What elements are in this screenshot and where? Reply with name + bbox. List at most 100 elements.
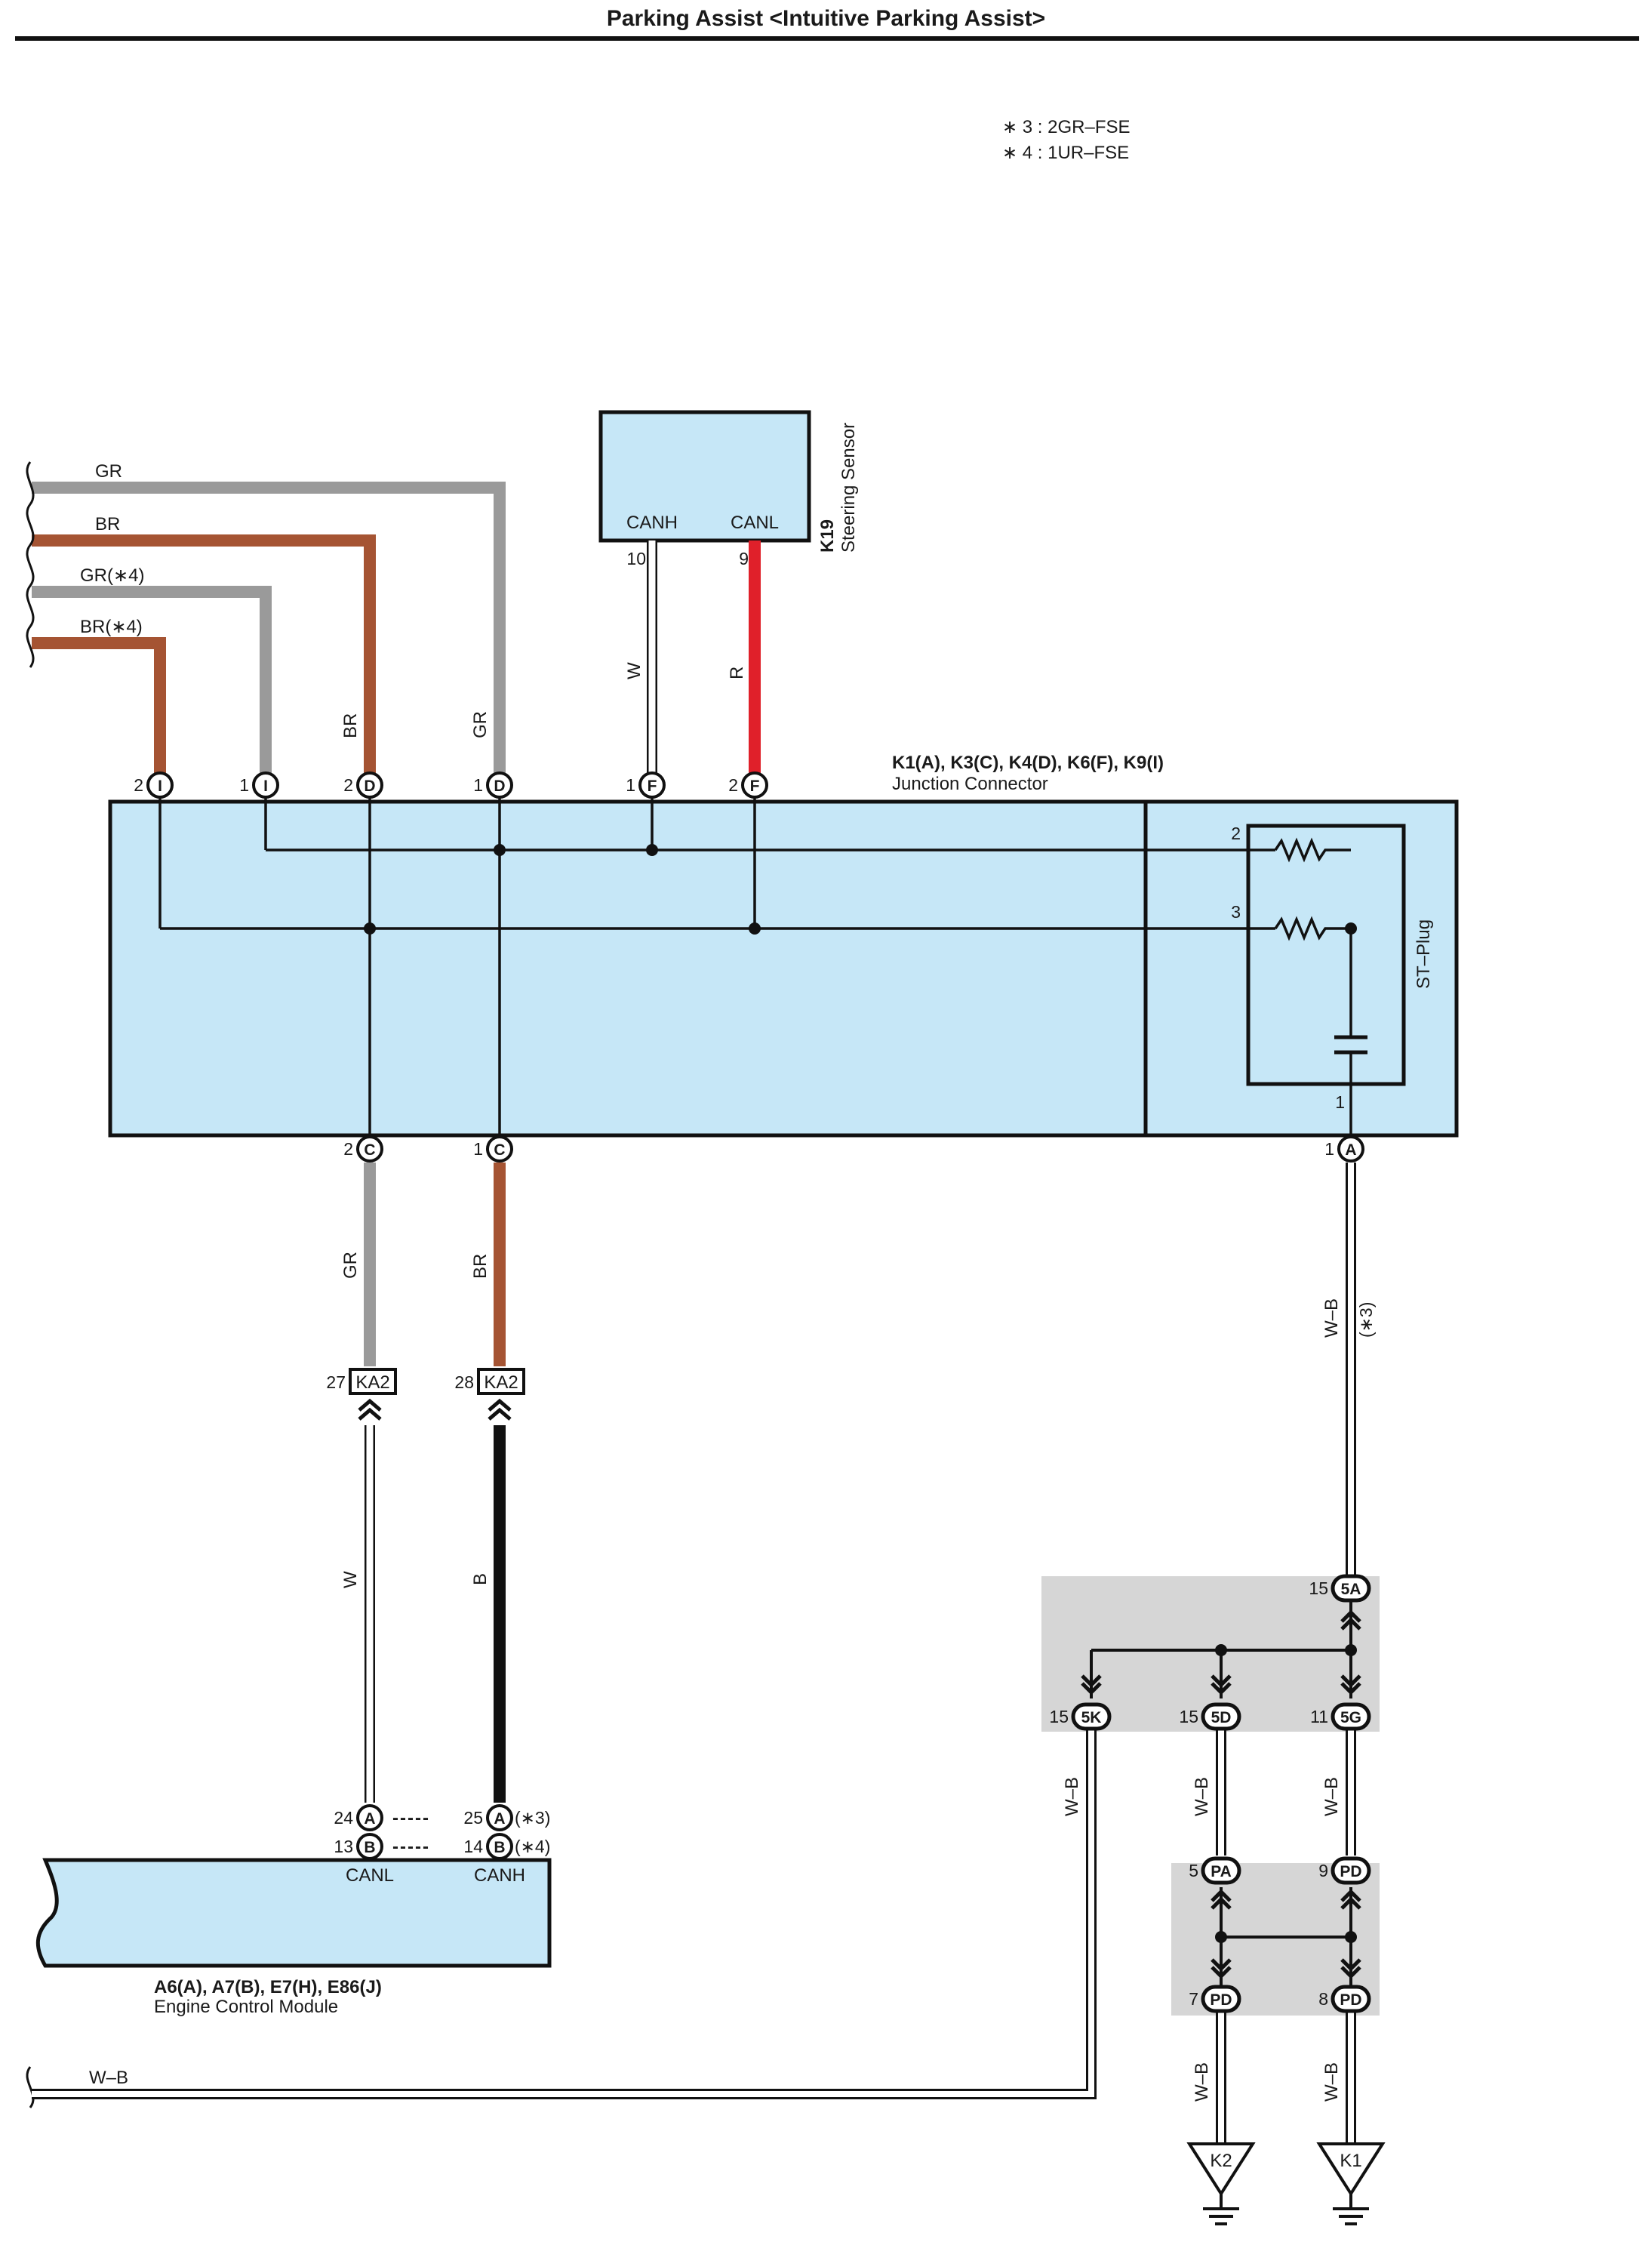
st-plug-label: ST–Plug (1414, 919, 1434, 989)
conn-d2-letter: D (364, 778, 375, 795)
splice-dots (364, 844, 1357, 935)
label-d1-gr: GR (470, 711, 491, 738)
conn-i1-letter: I (263, 778, 268, 795)
label-5d-wb: W–B (1192, 1777, 1212, 1816)
conn-f2-letter: F (750, 778, 760, 795)
ecm-name: Engine Control Module (154, 1997, 338, 2017)
junction-codes: K1(A), K3(C), K4(D), K6(F), K9(I) (892, 753, 1164, 773)
label-a1-wb: W–B (1321, 1298, 1342, 1338)
conn-a25-letter: A (494, 1810, 505, 1828)
junction-internal-wiring (158, 785, 1352, 1147)
label-5k-wb: W–B (1062, 1777, 1082, 1816)
conn-c2-letter: C (364, 1141, 375, 1159)
sensor-pin-10: 10 (626, 549, 646, 568)
jb-upper-dots (1215, 1644, 1357, 1656)
break-marks (26, 461, 35, 2108)
engine-notes: ∗ 3 : 2GR–FSE ∗ 4 : 1UR–FSE (1002, 115, 1131, 166)
conn-pd7-num: 7 (1189, 1989, 1198, 2009)
ecm-box (35, 1858, 552, 1968)
ka2-28-label: KA2 (484, 1372, 518, 1393)
ground-k1-label: K1 (1340, 2151, 1361, 2171)
conn-pa-letter: PA (1211, 1863, 1232, 1880)
wire-left-gr4 (32, 586, 272, 785)
conn-f2-num: 2 (728, 775, 738, 795)
st-plug-box (1246, 824, 1406, 1086)
jb-lower-chevrons (1211, 1889, 1361, 1979)
sensor-name: Steering Sensor (838, 423, 859, 553)
label-f1-w: W (624, 662, 644, 679)
label-left-gr: GR (95, 461, 122, 482)
ka2-27-num: 27 (326, 1372, 346, 1392)
conn-d2-num: 2 (343, 775, 353, 795)
sensor-pin-9: 9 (739, 549, 749, 568)
conn-f1-letter: F (648, 778, 657, 795)
conn-5k-num: 15 (1049, 1707, 1069, 1726)
sensor-canh: CANH (626, 513, 678, 533)
ecm-dash-a: ----- (392, 1808, 430, 1828)
ka2-boxes (349, 1368, 525, 1395)
capacitor-symbol (1334, 1035, 1367, 1055)
conn-pd9-letter: PD (1340, 1863, 1361, 1880)
label-f2-r: R (727, 667, 747, 679)
st-plug-pin-3: 3 (1231, 902, 1241, 922)
label-pd8-wb: W–B (1321, 2062, 1342, 2102)
conn-pa-num: 5 (1189, 1861, 1198, 1880)
label-left-gr4: GR(∗4) (80, 565, 144, 586)
conn-d1-letter: D (494, 778, 505, 795)
conn-c2-num: 2 (343, 1139, 353, 1159)
conn-b14-letter: B (494, 1839, 505, 1856)
label-5g-wb: W–B (1321, 1777, 1342, 1816)
conn-c1-letter: C (494, 1141, 505, 1159)
label-left-br: BR (95, 514, 120, 534)
note-2gr: ∗ 3 : 2GR–FSE (1002, 117, 1131, 137)
conn-c1-num: 1 (473, 1139, 483, 1159)
conn-pd9-num: 9 (1318, 1861, 1328, 1880)
conn-a24-num: 24 (334, 1808, 353, 1828)
conn-i2-letter: I (158, 778, 162, 795)
ecm-dash-b: ----- (392, 1837, 430, 1857)
label-d2-br: BR (340, 713, 361, 738)
conn-a25-num: 25 (463, 1808, 483, 1828)
conn-5g-num: 11 (1310, 1707, 1328, 1726)
wire-left-br4 (32, 637, 166, 785)
ecm-note-3: (∗3) (515, 1808, 550, 1828)
label-bottom-wb: W–B (89, 2068, 128, 2088)
conn-i1-num: 1 (239, 775, 249, 795)
connector-circles (146, 771, 1364, 1860)
label-pd7-wb: W–B (1192, 2062, 1212, 2102)
conn-a24-letter: A (364, 1810, 375, 1828)
conn-i2-num: 2 (134, 775, 143, 795)
ka2-28-num: 28 (454, 1372, 474, 1392)
title-rule (15, 36, 1639, 41)
jb-upper-chevrons (1081, 1609, 1361, 1695)
conn-5a-letter: 5A (1341, 1581, 1361, 1598)
ecm-note-4: (∗4) (515, 1837, 550, 1856)
note-1ur: ∗ 4 : 1UR–FSE (1002, 143, 1130, 163)
sensor-code: K19 (817, 519, 838, 553)
conn-f1-num: 1 (626, 775, 635, 795)
conn-5d-letter: 5D (1211, 1709, 1232, 1726)
page-title: Parking Assist <Intuitive Parking Assist… (606, 6, 1046, 31)
ecm-codes: A6(A), A7(B), E7(H), E86(J) (154, 1977, 382, 1997)
conn-pd8-num: 8 (1318, 1989, 1328, 2009)
wire-left-gr (32, 482, 506, 785)
label-c1-br: BR (470, 1254, 491, 1279)
wire-5k-wb (32, 1717, 1097, 2099)
ka2-27-label: KA2 (355, 1372, 389, 1393)
connector-pills (1071, 1574, 1371, 2013)
conn-5a-num: 15 (1309, 1578, 1328, 1598)
sensor-canl: CANL (731, 513, 779, 533)
ground-k1-symbol (1316, 2142, 1386, 2225)
conn-pd8-letter: PD (1340, 1991, 1361, 2009)
label-ka2-27-w: W (340, 1571, 361, 1588)
steering-sensor-box (598, 410, 811, 543)
conn-pd7-letter: PD (1210, 1991, 1232, 2009)
st-plug-pin-2: 2 (1231, 824, 1241, 843)
conn-5g-letter: 5G (1340, 1709, 1361, 1726)
junction-connector-box (108, 799, 1459, 1138)
wire-left-br (32, 534, 376, 785)
ka2-chevrons (358, 1398, 512, 1421)
conn-b13-letter: B (364, 1839, 375, 1856)
ecm-canl: CANL (346, 1865, 394, 1886)
